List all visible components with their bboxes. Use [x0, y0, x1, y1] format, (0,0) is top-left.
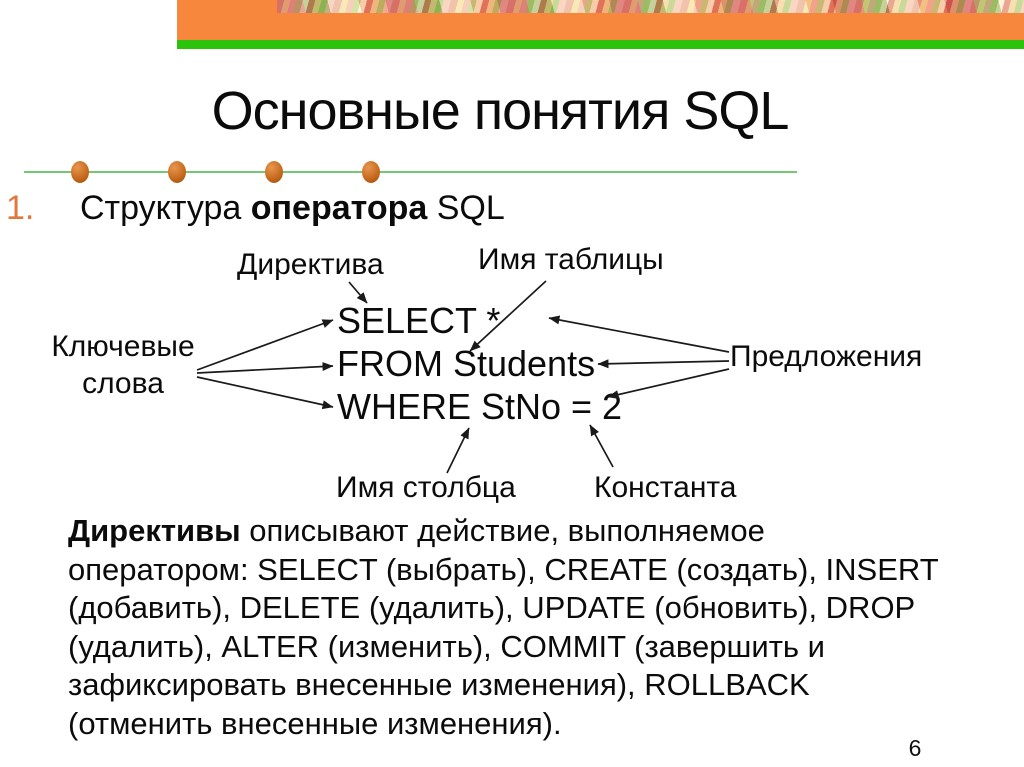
page-number: 6: [908, 735, 922, 761]
divider-line: [24, 171, 797, 173]
list-item-text-end: SQL: [427, 189, 505, 227]
paragraph-bold-lead: Директивы: [68, 513, 241, 548]
body-paragraph: Директивы описывают действие, выполняемо…: [68, 512, 1018, 744]
paragraph-line: зафиксировать внесенные изменения), ROLL…: [68, 667, 810, 703]
label-keywords-line1: Ключевые: [51, 330, 195, 363]
paragraph-line: (удалить), ALTER (изменить), COMMIT (зав…: [68, 628, 825, 664]
banner-green-stripe: [177, 40, 1024, 49]
confetti-clipart-image: [277, 0, 1024, 13]
label-keywords-line2: слова: [82, 367, 164, 400]
paragraph-line: Директивы описывают действие, выполняемо…: [68, 512, 1018, 551]
arrow-keywords-to-from: [196, 362, 334, 374]
arrow-keywords-to-select: [196, 319, 334, 371]
sql-statement: SELECT * FROM Students WHERE StNo = 2: [337, 299, 622, 428]
paragraph-line: (добавить), DELETE (удалить), UPDATE (об…: [68, 590, 916, 626]
paragraph-line: (отменить внесенные изменения).: [68, 705, 562, 741]
sql-line-where: WHERE StNo = 2: [337, 386, 623, 427]
arrow-clauses-to-where: [607, 368, 730, 400]
sql-line-from: FROM Students: [337, 343, 596, 384]
list-item-text-start: Структура: [80, 189, 251, 227]
list-item-number: 1.: [6, 189, 35, 227]
label-keywords: Ключевые слова: [38, 328, 208, 402]
label-clauses: Предложения: [730, 340, 923, 373]
divider-dot: [265, 161, 283, 183]
list-item-text: Структура оператора SQL: [80, 189, 505, 228]
divider-dot: [71, 161, 89, 183]
label-directive: Директива: [237, 248, 384, 281]
arrow-keywords-to-where: [196, 376, 334, 410]
page-title: Основные понятия SQL: [211, 81, 790, 141]
list-item-text-bold: оператора: [250, 189, 428, 227]
sql-line-select: SELECT *: [337, 300, 501, 341]
paragraph-line: оператором: SELECT (выбрать), CREATE (со…: [68, 551, 939, 587]
label-column-name: Имя столбца: [336, 471, 516, 504]
arrow-constant-to-2: [589, 424, 614, 468]
paragraph-line1-rest: описывают действие, выполняемое: [240, 513, 765, 548]
label-table-name: Имя таблицы: [478, 243, 664, 276]
label-constant: Константа: [594, 471, 737, 504]
divider-dot: [168, 161, 186, 183]
divider-dot: [362, 161, 380, 183]
arrow-columnname-to-stno: [446, 427, 470, 474]
